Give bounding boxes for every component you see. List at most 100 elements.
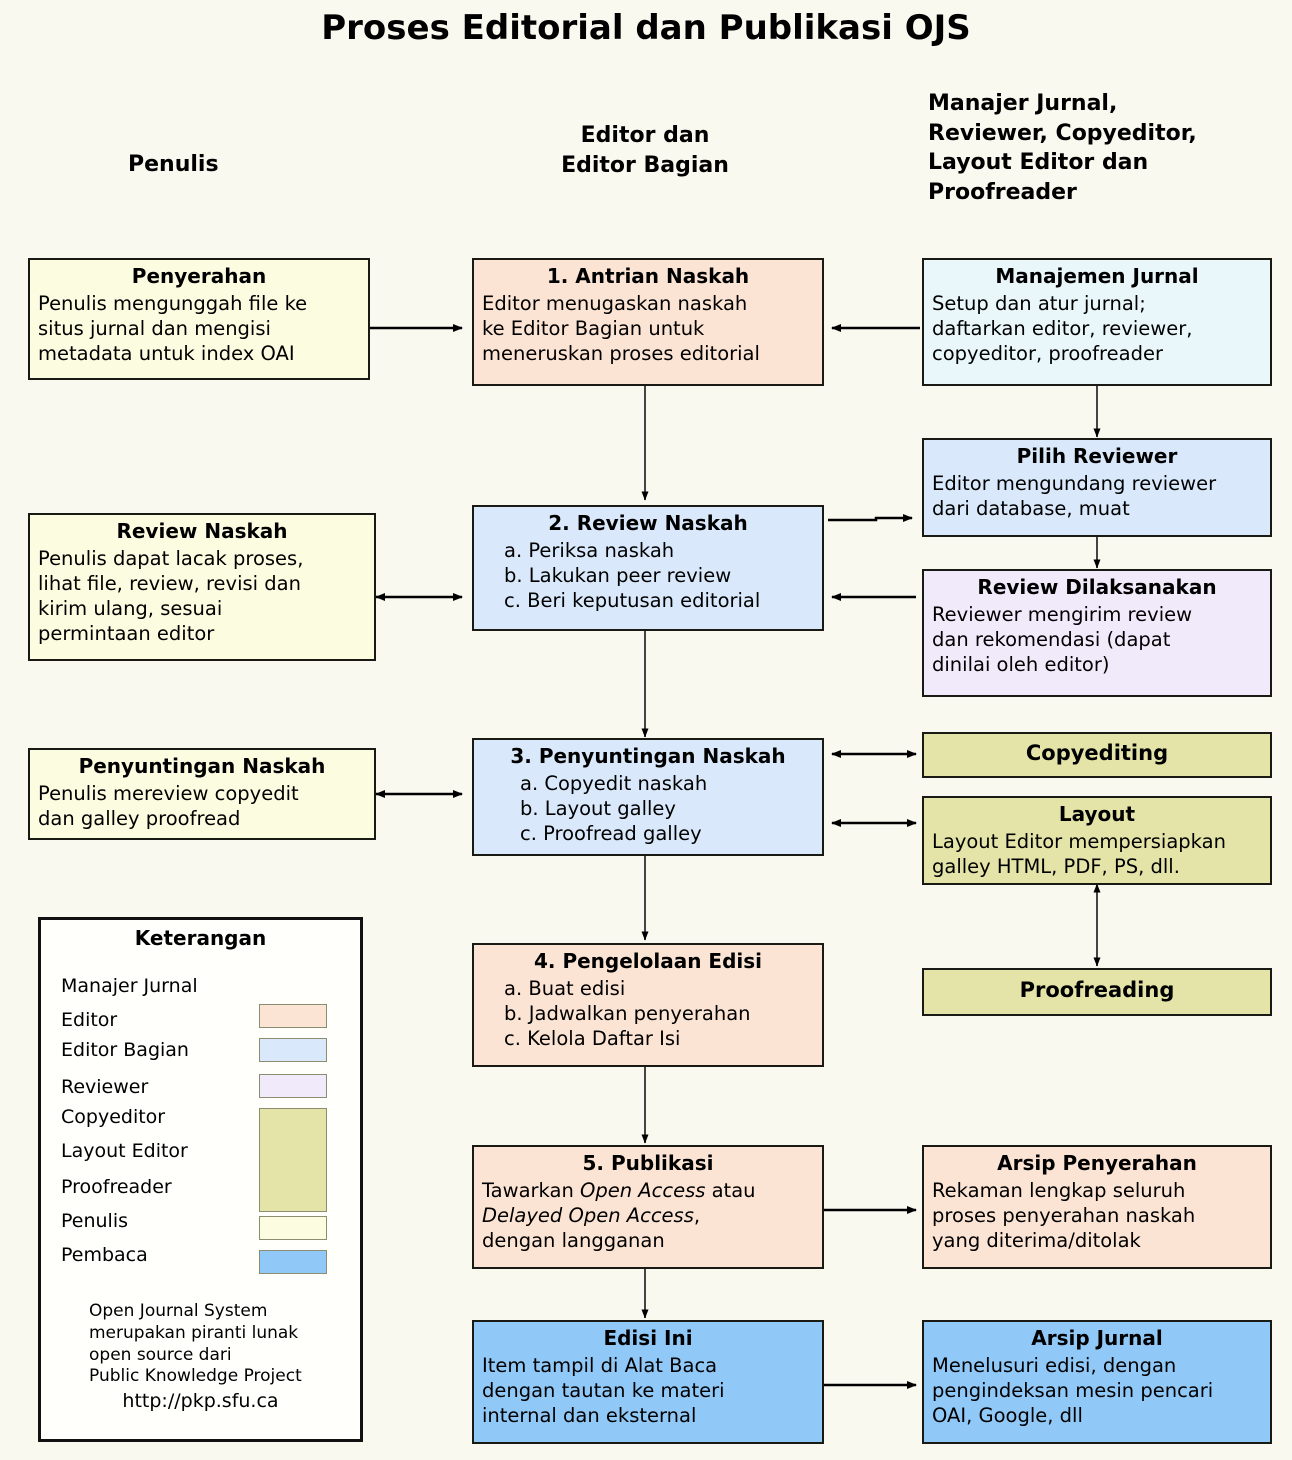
box-arsip-penyerahan-title: Arsip Penyerahan [997, 1151, 1197, 1175]
box-publikasi-line1-pre: Tawarkan [482, 1178, 581, 1202]
box-penyerahan-line3: metadata untuk index OAI [38, 342, 295, 366]
column-header-others-line1: Manajer Jurnal, [928, 91, 1118, 116]
box-review-naskah-penulis[interactable]: Review Naskah Penulis dapat lacak proses… [28, 513, 376, 661]
box-edisi-ini-body: Item tampil di Alat Baca dengan tautan k… [482, 1353, 814, 1428]
box-edisi-ini[interactable]: Edisi Ini Item tampil di Alat Baca denga… [472, 1320, 824, 1444]
box-penyuntingan-naskah[interactable]: 3. Penyuntingan Naskah a. Copyedit naska… [472, 738, 824, 856]
box-penyuntingan-penulis-body: Penulis mereview copyedit dan galley pro… [38, 781, 366, 831]
legend-row-proofreader: Proofreader [61, 1176, 172, 1198]
box-publikasi-body: Tawarkan Open Access atau Delayed Open A… [482, 1178, 814, 1253]
box-antrian-naskah-line3: meneruskan proses editorial [482, 342, 760, 366]
box-layout[interactable]: Layout Layout Editor mempersiapkan galle… [922, 796, 1272, 885]
box-pilih-reviewer[interactable]: Pilih Reviewer Editor mengundang reviewe… [922, 438, 1272, 537]
box-manajemen-jurnal[interactable]: Manajemen Jurnal Setup dan atur jurnal; … [922, 258, 1272, 386]
box-publikasi-line1: Tawarkan Open Access atau [482, 1178, 814, 1203]
legend-note-line3: open source dari [89, 1344, 232, 1365]
box-pengelolaan-edisi-line2: b. Jadwalkan penyerahan [504, 1001, 751, 1025]
box-antrian-naskah-line2: ke Editor Bagian untuk [482, 316, 705, 340]
box-proofreading[interactable]: Proofreading [922, 968, 1272, 1016]
box-antrian-naskah-body: Editor menugaskan naskah ke Editor Bagia… [482, 291, 814, 366]
box-penyuntingan-naskah-line3: c. Proofread galley [520, 822, 702, 846]
column-header-others-line2: Reviewer, Copyeditor, [928, 120, 1197, 146]
box-penyuntingan-penulis-line2: dan galley proofread [38, 806, 241, 830]
box-pilih-reviewer-line1: Editor mengundang reviewer [932, 471, 1217, 495]
box-arsip-penyerahan-line1: Rekaman lengkap seluruh [932, 1178, 1186, 1202]
legend-swatch-penulis [259, 1216, 327, 1240]
box-arsip-penyerahan-body: Rekaman lengkap seluruh proses penyeraha… [932, 1178, 1262, 1253]
box-edisi-ini-title: Edisi Ini [603, 1326, 693, 1350]
column-header-others-line3: Layout Editor dan [928, 150, 1149, 176]
legend-swatch-production [259, 1108, 327, 1212]
legend-note-line1: Open Journal System [89, 1301, 268, 1321]
box-review-dilaksanakan-body: Reviewer mengirim review dan rekomendasi… [932, 602, 1262, 677]
legend-row-layout-editor: Layout Editor [61, 1140, 188, 1162]
box-review-naskah-line3: c. Beri keputusan editorial [504, 589, 761, 613]
box-review-naskah-body: a. Periksa naskah b. Lakukan peer review… [482, 538, 814, 613]
box-arsip-jurnal-body: Menelusuri edisi, dengan pengindeksan me… [932, 1353, 1262, 1428]
box-review-naskah-title: 2. Review Naskah [548, 511, 748, 535]
legend-note: Open Journal System merupakan piranti lu… [89, 1301, 302, 1388]
box-penyerahan-line1: Penulis mengunggah file ke [38, 291, 308, 315]
box-review-naskah-line1: a. Periksa naskah [504, 538, 675, 562]
box-review-naskah-penulis-title: Review Naskah [116, 519, 288, 543]
legend-row-editor: Editor [61, 1009, 118, 1031]
legend-row-pembaca: Pembaca [61, 1244, 148, 1266]
box-edisi-ini-line1: Item tampil di Alat Baca [482, 1353, 718, 1377]
box-manajemen-jurnal-line3: copyeditor, proofreader [932, 342, 1163, 366]
legend-swatch-reviewer [259, 1074, 327, 1098]
box-review-naskah-penulis-line2: lihat file, review, revisi dan [38, 571, 301, 595]
legend-swatch-editor-bagian [259, 1038, 327, 1062]
box-review-naskah-penulis-line1: Penulis dapat lacak proses, [38, 546, 304, 570]
page-title: Proses Editorial dan Publikasi OJS [321, 8, 971, 48]
box-arsip-jurnal-title: Arsip Jurnal [1031, 1326, 1163, 1350]
box-arsip-penyerahan-line3: yang diterima/ditolak [932, 1229, 1141, 1253]
column-header-editor-line1: Editor dan [580, 123, 710, 148]
box-penyuntingan-penulis-title: Penyuntingan Naskah [78, 754, 326, 778]
box-publikasi[interactable]: 5. Publikasi Tawarkan Open Access atau D… [472, 1145, 824, 1269]
box-pilih-reviewer-line2: dari database, muat [932, 496, 1130, 520]
box-antrian-naskah-line1: Editor menugaskan naskah [482, 291, 748, 315]
legend-row-reviewer: Reviewer [61, 1076, 149, 1098]
box-penyerahan-body: Penulis mengunggah file ke situs jurnal … [38, 291, 360, 366]
box-antrian-naskah[interactable]: 1. Antrian Naskah Editor menugaskan nask… [472, 258, 824, 386]
legend-row-manajer-jurnal: Manajer Jurnal [61, 975, 198, 997]
legend-url[interactable]: http://pkp.sfu.ca [122, 1390, 279, 1412]
box-arsip-jurnal[interactable]: Arsip Jurnal Menelusuri edisi, dengan pe… [922, 1320, 1272, 1444]
legend-row-penulis: Penulis [61, 1210, 129, 1232]
box-pengelolaan-edisi-line3: c. Kelola Daftar Isi [504, 1027, 681, 1051]
column-header-editor: Editor dan Editor Bagian [470, 121, 820, 180]
box-penyerahan-title: Penyerahan [131, 264, 267, 288]
box-publikasi-delayed-open-access: Delayed Open Access [482, 1203, 694, 1227]
legend-note-line2: merupakan piranti lunak [89, 1322, 299, 1343]
box-arsip-penyerahan[interactable]: Arsip Penyerahan Rekaman lengkap seluruh… [922, 1145, 1272, 1269]
box-review-naskah-penulis-line3: kirim ulang, sesuai [38, 597, 223, 621]
box-pengelolaan-edisi[interactable]: 4. Pengelolaan Edisi a. Buat edisi b. Ja… [472, 943, 824, 1067]
box-proofreading-title: Proofreading [1019, 978, 1175, 1003]
box-review-naskah[interactable]: 2. Review Naskah a. Periksa naskah b. La… [472, 505, 824, 631]
column-header-penulis: Penulis [128, 152, 219, 177]
legend-swatch-pembaca [259, 1250, 327, 1274]
box-publikasi-open-access: Open Access [580, 1178, 706, 1202]
box-manajemen-jurnal-line2: daftarkan editor, reviewer, [932, 316, 1193, 340]
legend-panel: Keterangan Manajer Jurnal Editor Editor … [38, 917, 363, 1442]
box-penyerahan[interactable]: Penyerahan Penulis mengunggah file ke si… [28, 258, 370, 380]
legend-row-copyeditor: Copyeditor [61, 1106, 166, 1128]
box-pengelolaan-edisi-line1: a. Buat edisi [504, 976, 626, 1000]
box-review-dilaksanakan[interactable]: Review Dilaksanakan Reviewer mengirim re… [922, 569, 1272, 697]
box-layout-line2: galley HTML, PDF, PS, dll. [932, 854, 1180, 878]
column-header-editor-line2: Editor Bagian [561, 152, 729, 178]
box-manajemen-jurnal-title: Manajemen Jurnal [995, 264, 1199, 288]
box-penyuntingan-penulis[interactable]: Penyuntingan Naskah Penulis mereview cop… [28, 748, 376, 840]
box-penyuntingan-penulis-line1: Penulis mereview copyedit [38, 781, 299, 805]
box-copyediting[interactable]: Copyediting [922, 732, 1272, 778]
box-review-naskah-penulis-line4: permintaan editor [38, 622, 215, 646]
legend-swatch-editor [259, 1004, 327, 1028]
column-header-others-line4: Proofreader [928, 180, 1077, 206]
box-penyuntingan-naskah-line2: b. Layout galley [520, 796, 676, 820]
box-manajemen-jurnal-line1: Setup dan atur jurnal; [932, 291, 1146, 315]
box-publikasi-title: 5. Publikasi [582, 1151, 714, 1175]
box-arsip-jurnal-line1: Menelusuri edisi, dengan [932, 1353, 1177, 1377]
box-arsip-penyerahan-line2: proses penyerahan naskah [932, 1203, 1196, 1227]
box-publikasi-line2: Delayed Open Access, [482, 1203, 814, 1228]
